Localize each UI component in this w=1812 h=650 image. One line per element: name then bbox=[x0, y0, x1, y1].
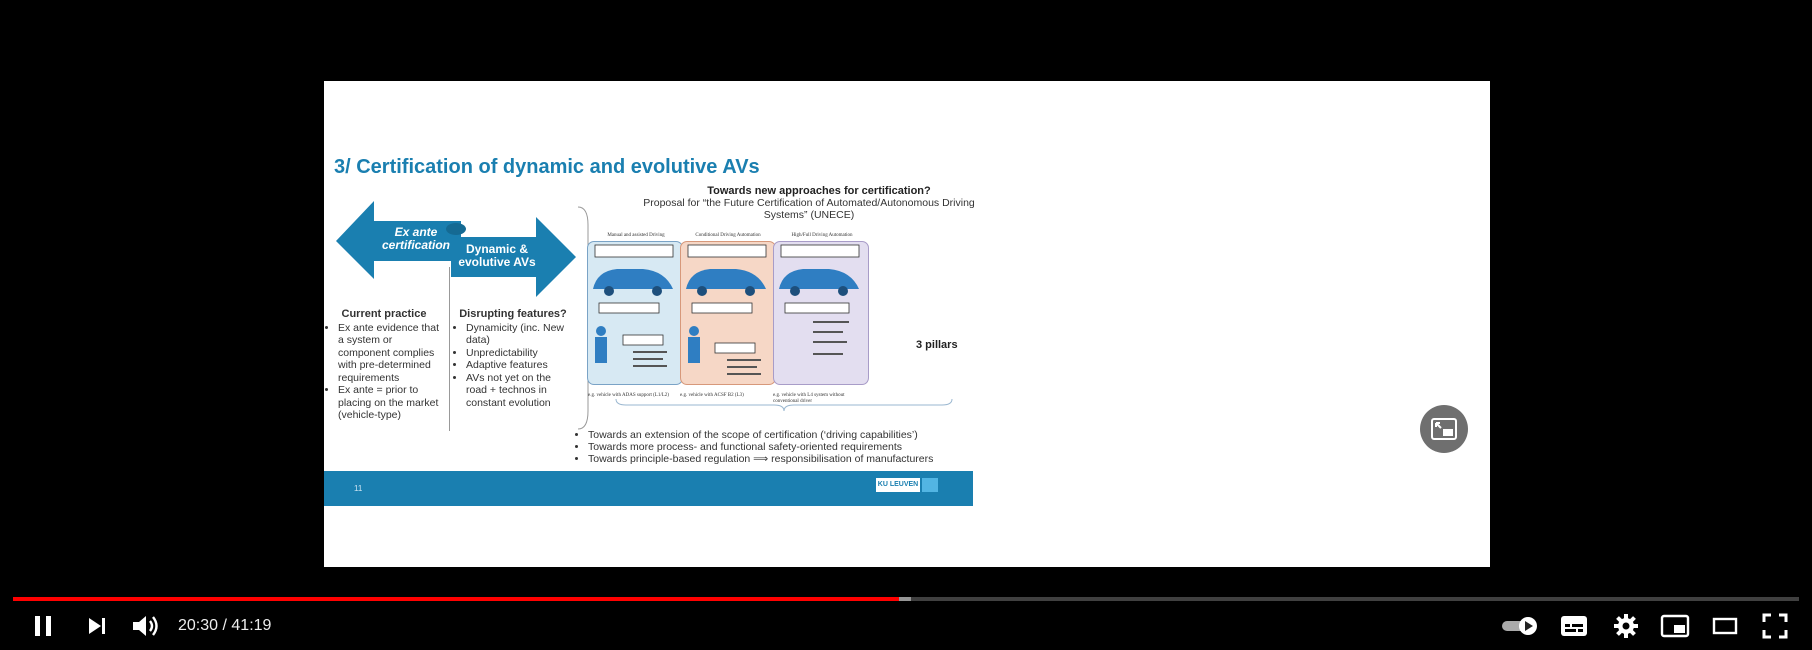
time-display: 20:30 / 41:19 bbox=[178, 617, 271, 635]
logo-mark bbox=[922, 478, 938, 492]
volume-icon bbox=[133, 616, 158, 636]
time-separator: / bbox=[222, 617, 227, 634]
fullscreen-button[interactable] bbox=[1758, 610, 1792, 642]
next-button[interactable] bbox=[80, 610, 114, 642]
list-item: Unpredictability bbox=[466, 347, 574, 360]
gear-icon bbox=[1614, 614, 1638, 638]
panel-caption: High/Full Driving Automation bbox=[791, 233, 853, 238]
slide-title: 3/ Certification of dynamic and evolutiv… bbox=[334, 156, 760, 178]
slide-page-number: 11 bbox=[354, 484, 363, 493]
autoplay-toggle[interactable] bbox=[1500, 610, 1540, 642]
curly-brace bbox=[577, 206, 596, 430]
disrupting-features-column: Disrupting features? Dynamicity (inc. Ne… bbox=[452, 308, 574, 409]
list-item: Ex ante = prior to placing on the market… bbox=[338, 384, 444, 422]
right-section-title: Towards new approaches for certification… bbox=[707, 185, 931, 197]
panel-diagram-art bbox=[593, 244, 860, 375]
panel-caption: Manual and assisted Driving bbox=[607, 233, 665, 238]
column-divider bbox=[449, 267, 450, 431]
list-item: Dynamicity (inc. New data) bbox=[466, 322, 574, 347]
duration: 41:19 bbox=[231, 617, 272, 634]
panel-caption: Conditional Driving Automation bbox=[695, 233, 761, 238]
pillars-label: 3 pillars bbox=[916, 339, 958, 351]
play-pause-button[interactable] bbox=[26, 610, 60, 642]
list-item: AVs not yet on the road + technos in con… bbox=[466, 372, 574, 410]
volume-button[interactable] bbox=[128, 610, 164, 642]
theater-mode-icon bbox=[1712, 617, 1738, 635]
arrow-left-label: Ex ante certification bbox=[381, 225, 450, 252]
list-item: Towards an extension of the scope of cer… bbox=[588, 429, 933, 441]
list-item: Ex ante evidence that a system or compon… bbox=[338, 322, 444, 385]
subtitles-icon bbox=[1561, 616, 1587, 636]
current-practice-column: Current practice Ex ante evidence that a… bbox=[324, 308, 444, 422]
arrow-right-label: Dynamic & evolutive AVs bbox=[458, 242, 536, 269]
panel-example: e.g. vehicle with ADAS support (L1/L2) bbox=[588, 393, 669, 398]
presentation-slide: 3/ Certification of dynamic and evolutiv… bbox=[324, 81, 975, 506]
disrupting-features-heading: Disrupting features? bbox=[459, 308, 567, 320]
subtitles-button[interactable] bbox=[1558, 610, 1590, 642]
next-icon bbox=[89, 618, 105, 634]
panel-example: e.g. vehicle with ACSF B2 (L3) bbox=[680, 393, 744, 398]
settings-button[interactable] bbox=[1610, 610, 1642, 642]
list-item: Adaptive features bbox=[466, 359, 574, 372]
bottom-brace bbox=[615, 398, 953, 412]
double-arrow-graphic: Ex ante certification Dynamic & evolutiv… bbox=[336, 201, 576, 297]
panel-example: e.g. vehicle with L4 system without conv… bbox=[773, 393, 845, 404]
conclusion-bullets: Towards an extension of the scope of cer… bbox=[574, 429, 933, 465]
slide-footer: 11 KU LEUVEN bbox=[324, 471, 973, 506]
miniplayer-icon bbox=[1431, 418, 1457, 440]
autoplay-toggle-icon bbox=[1502, 617, 1537, 635]
pause-icon bbox=[35, 616, 51, 636]
current-practice-heading: Current practice bbox=[341, 308, 427, 320]
miniplayer-button[interactable] bbox=[1658, 610, 1692, 642]
fullscreen-icon bbox=[1762, 613, 1788, 639]
miniplayer-icon bbox=[1660, 614, 1690, 638]
video-frame: 3/ Certification of dynamic and evolutiv… bbox=[324, 81, 1490, 567]
miniplayer-return-button[interactable] bbox=[1420, 405, 1468, 453]
theater-mode-button[interactable] bbox=[1708, 610, 1742, 642]
progress-played bbox=[13, 597, 900, 601]
current-time: 20:30 bbox=[178, 617, 219, 634]
progress-bar[interactable] bbox=[13, 597, 1799, 601]
ku-leuven-logo: KU LEUVEN bbox=[876, 478, 920, 492]
right-section-subtitle: Proposal for “the Future Certification o… bbox=[643, 197, 975, 221]
list-item: Towards principle-based regulation ⟹ res… bbox=[588, 453, 933, 465]
list-item: Towards more process- and functional saf… bbox=[588, 441, 933, 453]
